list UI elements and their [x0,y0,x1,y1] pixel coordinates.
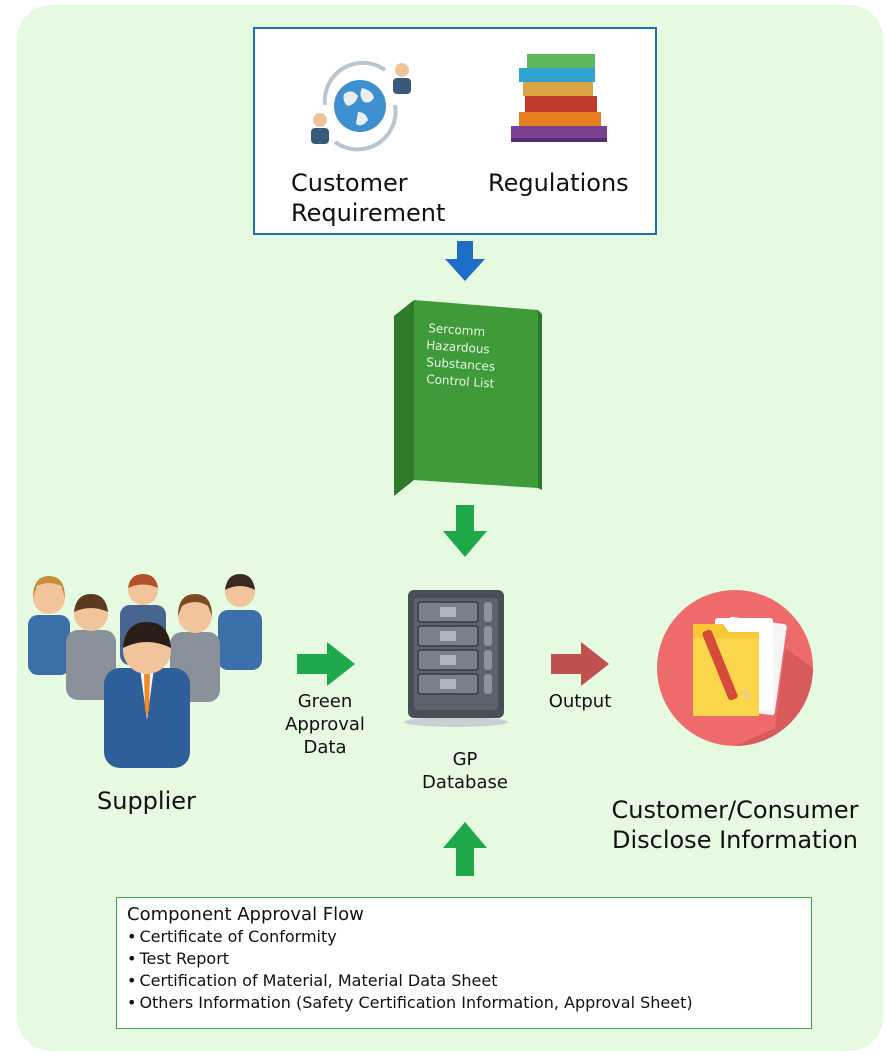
server-icon [404,590,508,727]
supplier-label: Supplier [97,787,196,815]
list-item: Others Information (Safety Certification… [127,992,811,1014]
books-stack-icon [511,54,607,142]
book-line-2: Hazardous [426,338,490,356]
red-arrow-right-icon [551,642,609,686]
component-approval-flow-box: Component Approval Flow Certificate of C… [116,897,812,1029]
book-line-1: Sercomm [428,321,486,339]
green-book-icon: Sercomm Hazardous Substances Control Lis… [394,300,542,496]
supplier-people-icon [28,574,262,768]
list-item: Certificate of Conformity [127,926,811,948]
list-item: Certification of Material, Material Data… [127,970,811,992]
book-line-4: Control List [426,372,495,391]
gp-database-label: GP Database [422,749,508,793]
globe-people-icon [311,60,411,152]
green-arrow-right-icon [297,642,355,686]
customer-requirement-label: Customer Requirement [291,169,446,227]
green-approval-data-label: Green Approval Data [285,691,365,758]
green-arrow-down-icon [443,505,487,557]
customer-consumer-label: Customer/Consumer Disclose Information [611,796,859,854]
book-line-3: Substances [426,355,496,374]
approval-items-list: Certificate of Conformity Test Report Ce… [127,926,811,1014]
component-approval-flow-title: Component Approval Flow [127,904,364,925]
output-label: Output [548,691,612,712]
blue-arrow-down-icon [445,241,485,281]
regulations-label: Regulations [488,169,629,197]
list-item: Test Report [127,948,811,970]
green-arrow-up-icon [443,822,487,876]
document-folder-icon [657,590,813,746]
